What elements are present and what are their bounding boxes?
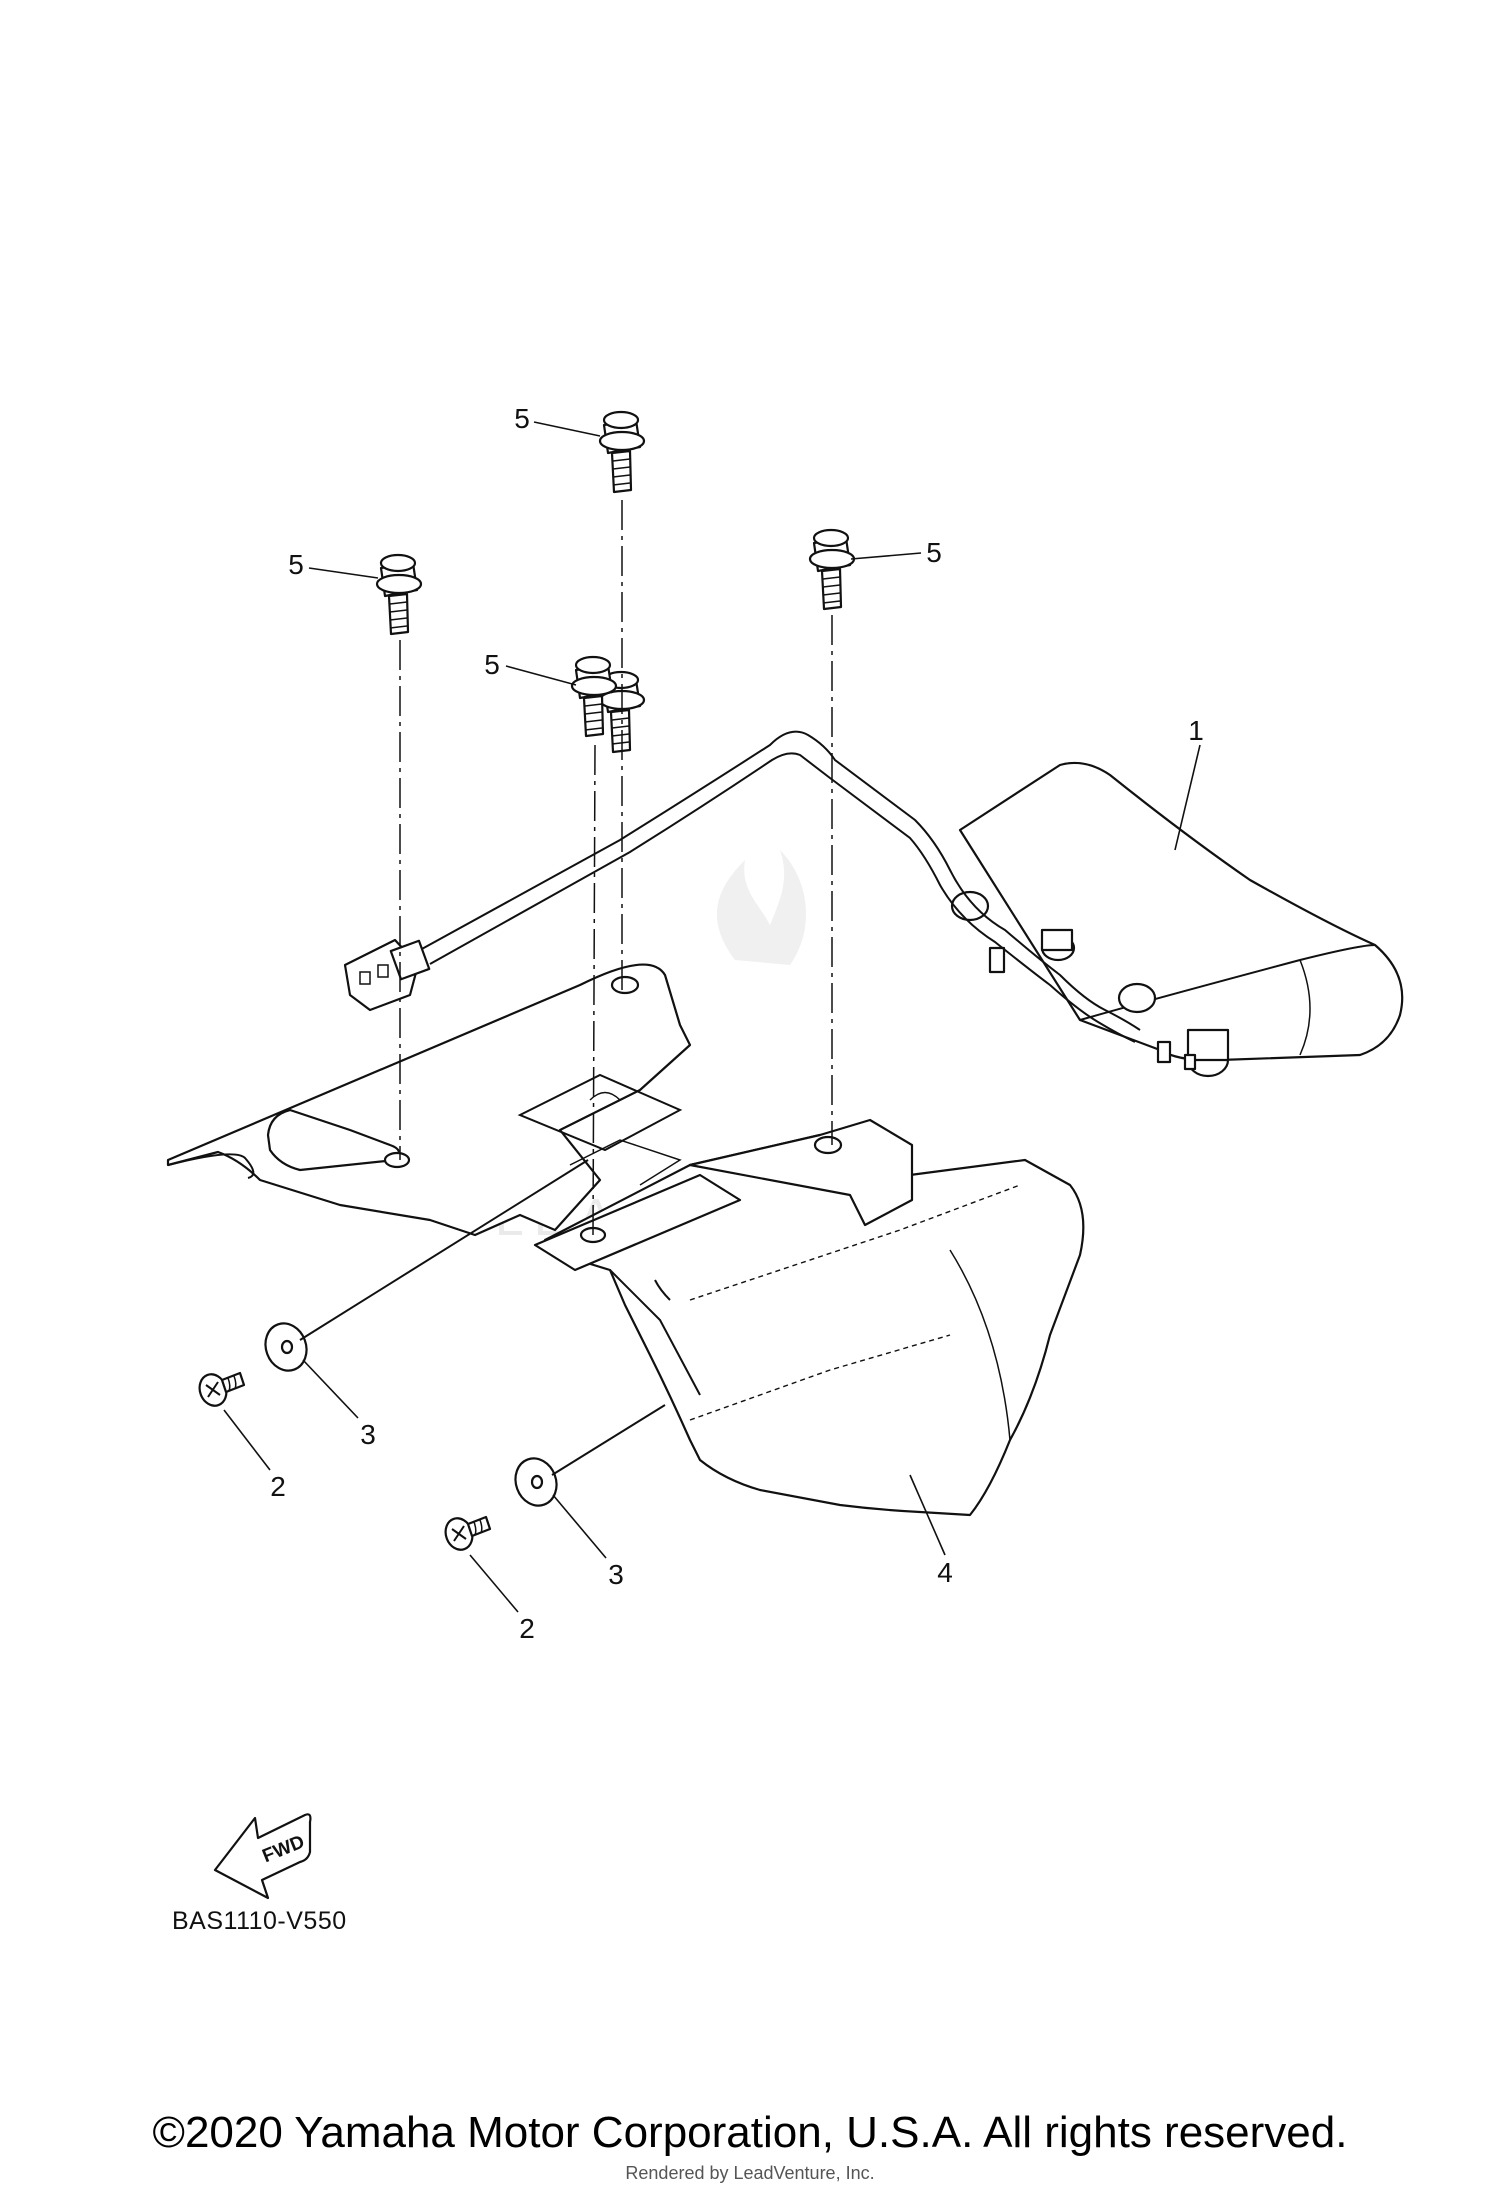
tail-light-unit: [950, 761, 1404, 1078]
leader-lines: [223, 421, 1201, 1613]
bolt-c: [808, 528, 856, 611]
connector-plug: [343, 938, 431, 1012]
callout-5-left: 5: [288, 549, 304, 580]
callout-1: 1: [1188, 715, 1204, 746]
screw-left: [198, 1371, 246, 1407]
bolt-d: [570, 655, 618, 738]
callouts: 1 5 5 5 5 3 3 2 2 4: [270, 403, 1204, 1644]
callout-2-left: 2: [270, 1471, 286, 1502]
callout-5-middle: 5: [484, 649, 500, 680]
rear-fender: [166, 963, 1085, 1517]
callout-2-right: 2: [519, 1613, 535, 1644]
callout-3-left: 3: [360, 1419, 376, 1450]
bolt-top: [598, 410, 646, 494]
drawing-code: BAS1110-V550: [172, 1907, 347, 1935]
rendered-by-notice: Rendered by LeadVenture, Inc.: [625, 2163, 875, 2183]
fwd-arrow: FWD: [213, 1813, 312, 1900]
callout-5-right: 5: [926, 537, 942, 568]
callout-4: 4: [937, 1557, 953, 1588]
washer-left: [264, 1322, 308, 1372]
screw-right: [444, 1515, 492, 1551]
washer-right: [514, 1457, 558, 1507]
alignment-line-right: [551, 1404, 666, 1476]
alignment-line-left: [299, 1159, 589, 1341]
copyright-notice: ©2020 Yamaha Motor Corporation, U.S.A. A…: [152, 2108, 1348, 2157]
bolt-b: [375, 553, 423, 636]
bolt-centerlines: [399, 500, 833, 1236]
callout-3-right: 3: [608, 1559, 624, 1590]
callout-5-top: 5: [514, 403, 530, 434]
